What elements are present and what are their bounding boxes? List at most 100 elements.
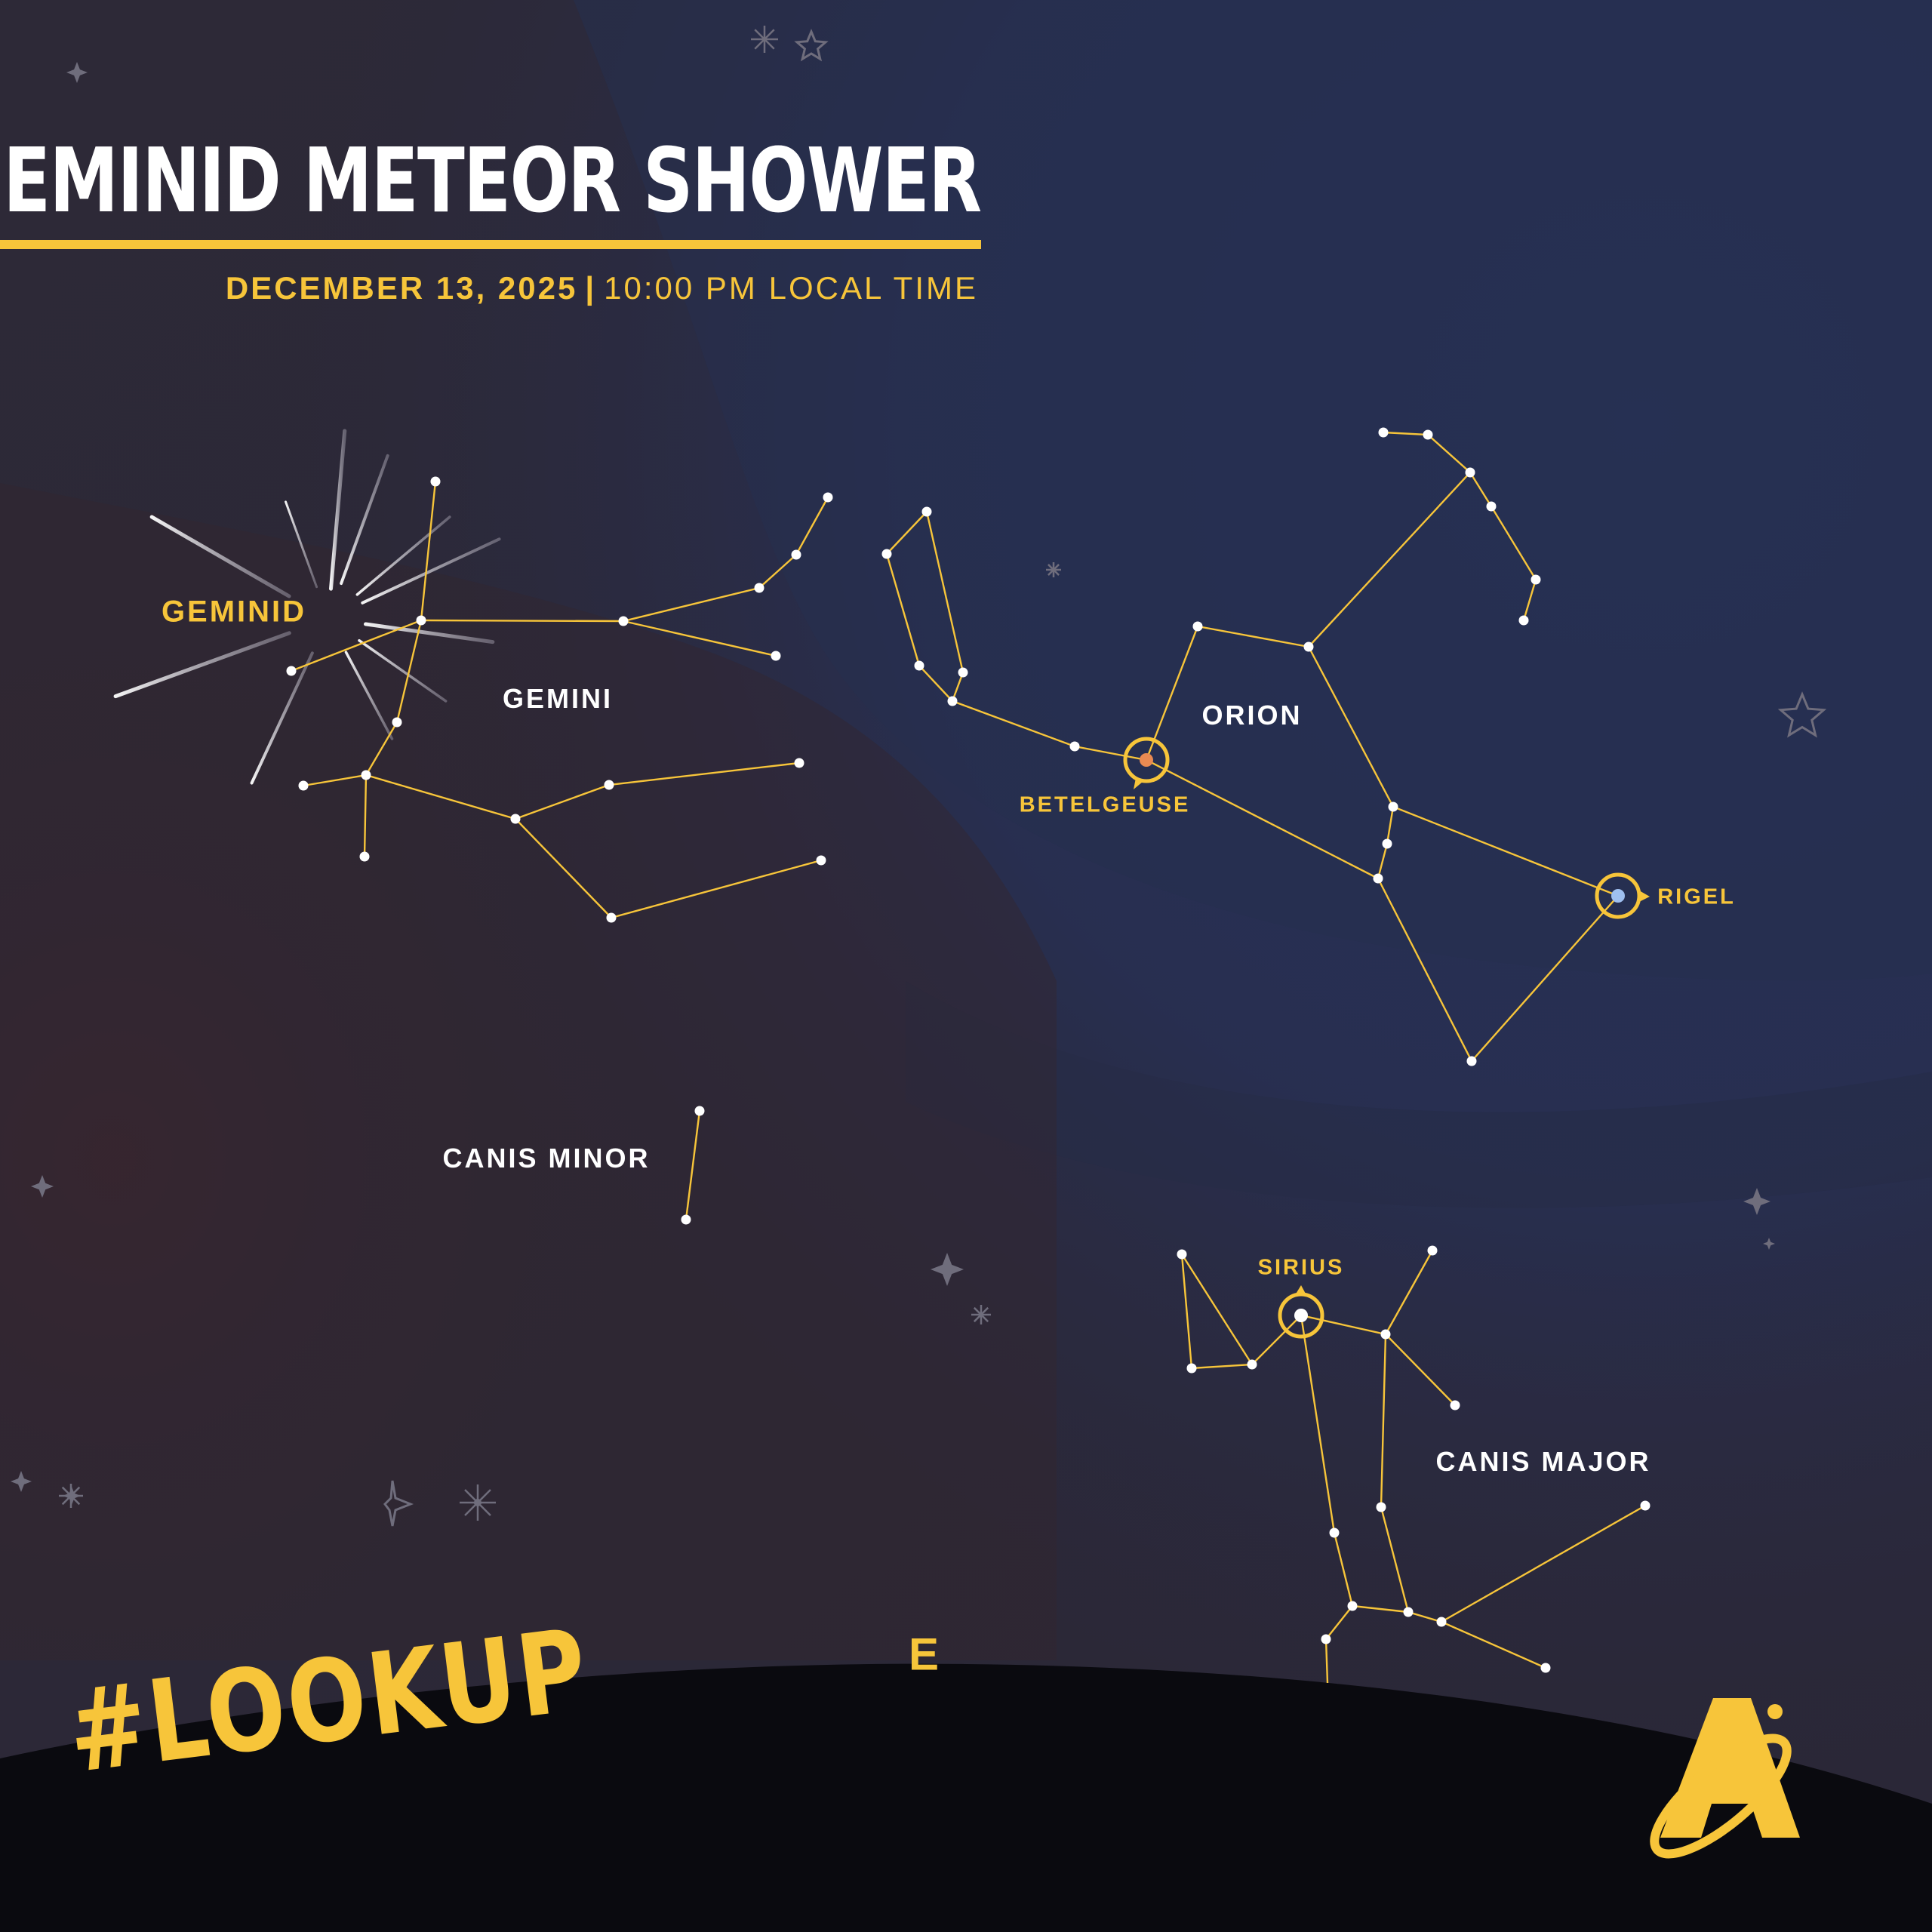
meteor-radiant-icon <box>113 429 501 785</box>
constellation-line <box>886 509 1147 761</box>
snowflake-star-icon <box>754 29 775 50</box>
page-title: GEMINID METEOR SHOWER <box>0 128 983 232</box>
star-dot <box>1403 1607 1414 1617</box>
star-dot <box>947 696 958 706</box>
sparkle-star-icon <box>931 1253 964 1286</box>
star-dot <box>816 855 826 866</box>
canis-minor-label: CANIS MINOR <box>442 1143 651 1174</box>
star-dot <box>1640 1500 1651 1511</box>
star-dot <box>604 780 614 790</box>
constellation-line <box>1385 1334 1456 1406</box>
star-dot <box>298 780 309 791</box>
star-dot <box>286 666 297 676</box>
star-dot <box>881 549 892 559</box>
constellation-line <box>1146 758 1379 880</box>
constellation-line <box>365 761 800 820</box>
star-dot <box>1192 621 1203 632</box>
star-dot <box>958 667 968 678</box>
betelgeuse-marker <box>1123 737 1170 789</box>
star-dot <box>361 770 371 780</box>
star-dot <box>1378 427 1389 438</box>
constellation-line <box>1180 1254 1254 1370</box>
star-dot <box>606 912 617 923</box>
date-text: DECEMBER 13, 2025 <box>225 270 578 306</box>
meteor-streak <box>113 631 291 699</box>
meteor-streak <box>340 454 389 586</box>
star-dot <box>1376 1502 1386 1512</box>
sparkle-star-icon <box>66 62 88 83</box>
sparkle-star-icon <box>31 1175 54 1198</box>
star-dot <box>1540 1663 1551 1673</box>
star-dot <box>1531 574 1541 585</box>
star-dot <box>430 476 441 487</box>
star-dot <box>694 1106 705 1116</box>
star-dot <box>359 851 370 862</box>
sparkle-star-icon <box>63 1487 81 1505</box>
star-dot <box>794 758 804 768</box>
star-dot <box>1518 615 1529 626</box>
constellation-line <box>1300 1315 1409 1614</box>
constellation-stars <box>286 427 1651 1673</box>
star-dot <box>1450 1400 1460 1411</box>
star-dot <box>1427 1245 1438 1256</box>
snowflake-star-icon <box>474 1499 481 1506</box>
constellation-line <box>1469 472 1537 621</box>
orion-label: ORION <box>1201 700 1303 731</box>
meteor-streak <box>364 622 495 645</box>
star-dot <box>1388 801 1398 812</box>
star-dot <box>771 651 781 661</box>
star-dot <box>791 549 801 560</box>
meteor-streak <box>361 537 501 605</box>
star-dot <box>1177 1249 1187 1260</box>
meteor-streak <box>250 651 314 785</box>
star-dot <box>1247 1359 1257 1370</box>
rigel-label: RIGEL <box>1657 884 1736 909</box>
star-dot <box>1329 1527 1340 1538</box>
star-dot <box>1321 1634 1331 1644</box>
betelgeuse-label: BETELGEUSE <box>1019 792 1191 817</box>
radiant-label: GEMINID <box>161 595 307 629</box>
constellation-line <box>291 619 422 672</box>
snowflake-star-icon <box>973 1306 989 1323</box>
rigel-marker <box>1595 872 1650 919</box>
star-dot <box>1436 1617 1447 1627</box>
title-underline <box>0 240 981 249</box>
star-dot <box>1069 741 1080 752</box>
star-dot <box>1303 641 1314 652</box>
star-dot <box>510 814 521 824</box>
sky-blue-lower <box>906 981 1932 1208</box>
constellation-line <box>1145 431 1472 761</box>
sparkle-star-icon <box>11 1471 32 1492</box>
star-dot <box>681 1214 691 1225</box>
star-dot <box>914 660 924 671</box>
star-dot <box>392 717 402 728</box>
sparkle-star-icon <box>1743 1188 1770 1215</box>
sirius-marker <box>1278 1285 1324 1339</box>
star-dot <box>1423 429 1433 440</box>
constellation-line <box>363 774 368 857</box>
meteor-streak <box>149 515 291 598</box>
gemini-label: GEMINI <box>502 683 614 714</box>
star-dot <box>921 506 932 517</box>
sirius-label: SIRIUS <box>1257 1255 1345 1280</box>
star-dot <box>1382 838 1392 849</box>
star-dot <box>1465 467 1475 478</box>
sparkle-star-icon <box>1777 691 1827 738</box>
sparkle-star-icon <box>383 1480 414 1527</box>
meteor-streak <box>358 638 448 703</box>
star-dot <box>618 616 629 626</box>
constellation-line <box>1251 1250 1434 1365</box>
logo-icon <box>1650 1698 1800 1859</box>
meteor-streak <box>328 429 347 591</box>
sparkle-star-icon <box>794 29 829 62</box>
subtitle: DECEMBER 13, 2025|10:00 PM LOCAL TIME <box>226 270 978 306</box>
meteor-streak <box>355 515 451 596</box>
star-dot <box>1466 1056 1477 1066</box>
star-dot <box>1186 1363 1197 1374</box>
horizon-ground <box>0 1663 1932 1932</box>
direction-east: E <box>908 1629 940 1680</box>
star-dot <box>1380 1329 1391 1340</box>
star-dot <box>416 615 426 626</box>
sparkle-star-icon <box>1763 1238 1775 1250</box>
constellation-line <box>1441 1620 1546 1669</box>
